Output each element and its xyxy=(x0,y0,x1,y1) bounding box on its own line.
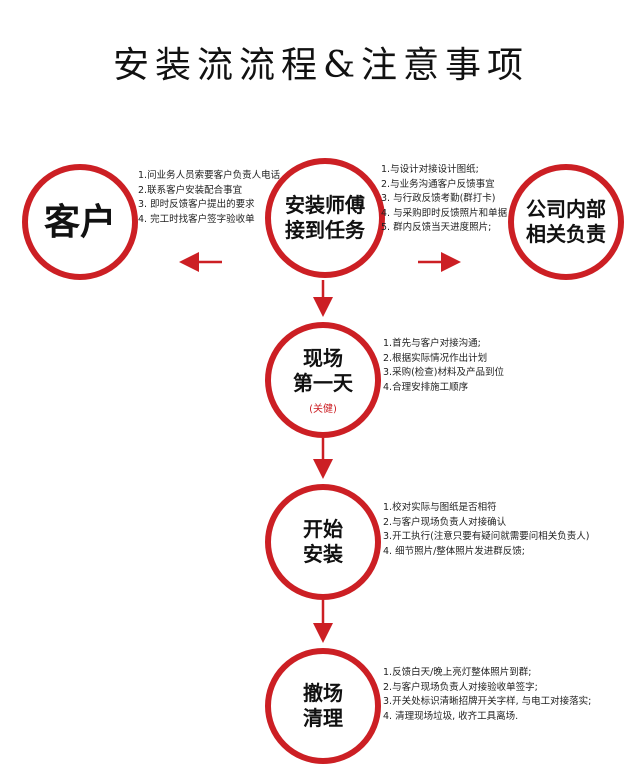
node-company-line2: 相关负责 xyxy=(526,222,606,246)
node-day1: 现场 第一天 (关健) xyxy=(265,322,381,438)
list-item: 4.合理安排施工顺序 xyxy=(383,381,469,393)
node-clean-line2: 清理 xyxy=(303,706,343,730)
list-item: 3.采购(检查)材料及产品到位 xyxy=(383,367,504,378)
list-item: 2.与客户现场负责人对接验收单签字; xyxy=(383,681,538,693)
list-item: 4. 与采购即时反馈照片和单据 xyxy=(381,207,508,219)
list-item: 2.与客户现场负责人对接确认 xyxy=(383,516,507,528)
list-item: 1.首先与客户对接沟通; xyxy=(383,338,481,349)
node-master: 安装师傅 接到任务 xyxy=(265,158,385,278)
list-item: 4. 完工时找客户签字验收单 xyxy=(138,213,255,225)
node-company: 公司内部 相关负责 xyxy=(508,164,624,280)
day1-notes: 1.首先与客户对接沟通; 2.根据实际情况作出计划 3.采购(检查)材料及产品到… xyxy=(383,337,504,395)
node-customer: 客户 xyxy=(22,164,138,280)
master-notes: 1.与设计对接设计图纸; 2.与业务沟通客户反馈事宜 3. 与行政反馈考勤(群打… xyxy=(381,163,507,236)
list-item: 1.与设计对接设计图纸; xyxy=(381,164,479,175)
node-customer-label: 客户 xyxy=(43,201,116,243)
page-title: 安装流流程&注意事项 xyxy=(112,45,530,86)
list-item: 2.联系客户安装配合事宜 xyxy=(138,184,243,196)
node-master-line1: 安装师傅 xyxy=(285,193,365,217)
list-item: 3.开工执行(注意只要有疑问就需要问相关负责人) xyxy=(383,531,590,542)
node-day1-line2: 第一天 xyxy=(293,370,353,395)
node-start: 开始 安装 xyxy=(265,484,381,600)
list-item: 2.根据实际情况作出计划 xyxy=(383,352,488,364)
node-master-line2: 接到任务 xyxy=(285,218,365,242)
list-item: 4. 细节照片/整体照片发进群反馈; xyxy=(383,545,525,557)
clean-notes: 1.反馈白天/晚上亮灯整体照片到群; 2.与客户现场负责人对接验收单签字; 3.… xyxy=(383,666,591,724)
node-day1-line1: 现场 xyxy=(303,345,343,370)
list-item: 1.校对实际与图纸是否相符 xyxy=(383,502,497,513)
list-item: 1.反馈白天/晚上亮灯整体照片到群; xyxy=(383,667,532,678)
list-item: 1.问业务人员索要客户负责人电话 xyxy=(138,170,281,181)
list-item: 2.与业务沟通客户反馈事宜 xyxy=(381,178,495,190)
node-company-line1: 公司内部 xyxy=(526,197,606,221)
list-item: 3. 即时反馈客户提出的要求 xyxy=(138,199,255,210)
node-start-line2: 安装 xyxy=(303,542,343,566)
list-item: 3.开关处标识清晰招牌开关字样, 与电工对接落实; xyxy=(383,696,592,707)
node-day1-note: (关健) xyxy=(309,403,337,415)
node-clean: 撤场 清理 xyxy=(265,648,381,764)
node-clean-line1: 撤场 xyxy=(303,681,343,705)
list-item: 4. 清理现场垃圾, 收齐工具离场. xyxy=(383,710,519,722)
list-item: 3. 与行政反馈考勤(群打卡) xyxy=(381,193,496,204)
customer-notes: 1.问业务人员索要客户负责人电话 2.联系客户安装配合事宜 3. 即时反馈客户提… xyxy=(138,169,280,227)
node-start-line1: 开始 xyxy=(303,517,343,541)
list-item: 5. 群内反馈当天进度照片; xyxy=(381,222,492,233)
start-notes: 1.校对实际与图纸是否相符 2.与客户现场负责人对接确认 3.开工执行(注意只要… xyxy=(383,501,589,559)
